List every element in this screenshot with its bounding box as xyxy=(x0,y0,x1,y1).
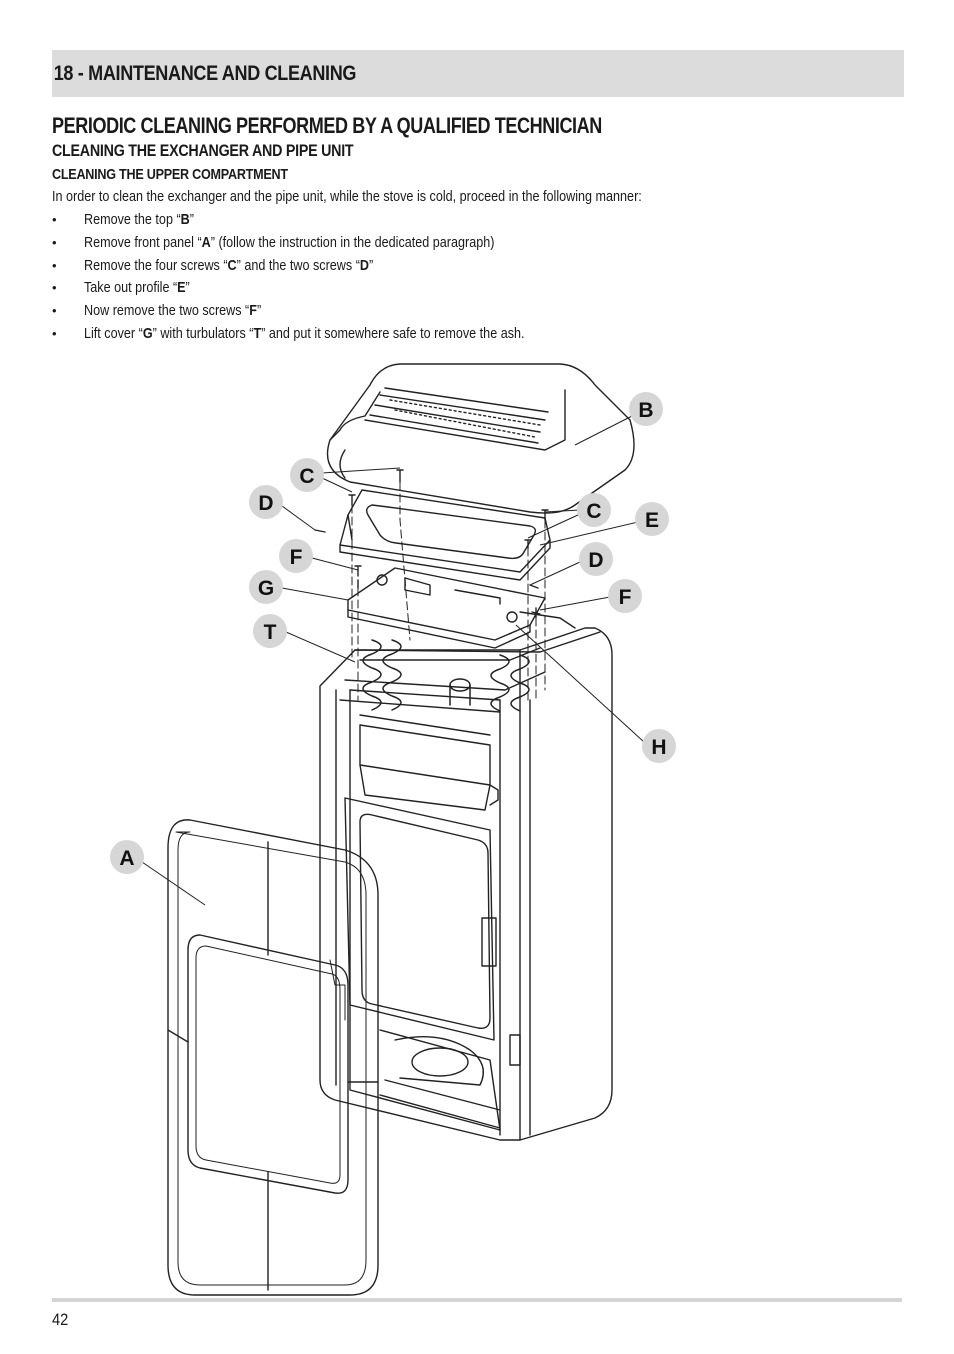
callout-f-right: F xyxy=(608,579,642,613)
callout-circle xyxy=(577,493,611,527)
callout-label: A xyxy=(119,847,134,870)
screws xyxy=(314,469,549,619)
footer-divider xyxy=(52,1298,902,1302)
part-letter: A xyxy=(201,233,211,251)
callout-c-right: C xyxy=(577,493,611,527)
callout-label: D xyxy=(258,492,273,515)
callout-circle xyxy=(608,579,642,613)
text-part: ” xyxy=(189,211,194,228)
callout-label: F xyxy=(619,586,632,609)
text-part: ” and put it somewhere safe to remove th… xyxy=(261,324,525,342)
callout-d-left: D xyxy=(249,485,283,519)
stove-body xyxy=(319,627,613,1141)
text-part: Take out profile “ xyxy=(84,279,178,297)
intro-paragraph: In order to clean the exchanger and the … xyxy=(52,188,642,205)
callout-circle xyxy=(629,392,663,426)
turbulators xyxy=(362,639,530,712)
callout-circle xyxy=(635,502,669,536)
callout-h: H xyxy=(642,729,676,763)
part-letter: F xyxy=(249,302,257,320)
bullet: • xyxy=(52,234,57,250)
cover-g xyxy=(347,567,576,649)
list-item-text: Remove the top “B” xyxy=(84,210,194,230)
list-item-text: Take out profile “E” xyxy=(84,278,190,298)
part-letter: D xyxy=(359,256,370,274)
text-part: Remove the four screws “ xyxy=(84,256,228,274)
callout-circle xyxy=(253,614,287,648)
callout-c-upper: C xyxy=(290,458,324,492)
bullet: • xyxy=(52,303,57,319)
callout-circle xyxy=(249,570,283,604)
assembly-lines xyxy=(351,481,546,701)
text-part: ” (follow the instruction in the dedicat… xyxy=(210,233,495,251)
callout-a: A xyxy=(110,840,144,874)
callout-label: E xyxy=(645,509,659,532)
text-part: Remove front panel “ xyxy=(84,233,202,251)
list-item-text: Lift cover “G” with turbulators “T” and … xyxy=(84,324,525,344)
callout-circle xyxy=(290,458,324,492)
list-item-text: Now remove the two screws “F” xyxy=(84,301,261,321)
callout-label: C xyxy=(586,500,601,523)
text-part: Remove the top “ xyxy=(84,211,181,228)
text-part: Now remove the two screws “ xyxy=(84,302,250,320)
callout-label: T xyxy=(264,621,277,644)
page-heading: PERIODIC CLEANING PERFORMED BY A QUALIFI… xyxy=(52,113,602,138)
list-item-text: Remove front panel “A” (follow the instr… xyxy=(84,233,494,253)
callout-label: F xyxy=(290,546,303,569)
callout-circle xyxy=(579,542,613,576)
text-part: ” xyxy=(256,302,262,320)
callout-label: G xyxy=(258,577,274,600)
list-item-text: Remove the four screws “C” and the two s… xyxy=(84,256,373,276)
callout-t: T xyxy=(253,614,287,648)
text-part: Lift cover “ xyxy=(84,324,143,342)
sub-subheading: CLEANING THE UPPER COMPARTMENT xyxy=(52,166,288,183)
callout-circle xyxy=(642,729,676,763)
section-title: 18 - MAINTENANCE AND CLEANING xyxy=(53,62,357,85)
bullet: • xyxy=(52,212,57,227)
text-part: ” xyxy=(369,256,374,274)
bullet: • xyxy=(52,325,57,341)
callout-label: C xyxy=(299,465,314,488)
callout-e: E xyxy=(635,502,669,536)
part-letter: T xyxy=(253,324,262,342)
callout-circle xyxy=(110,840,144,874)
page-number: 42 xyxy=(52,1310,69,1329)
callout-f-left: F xyxy=(279,539,313,573)
exploded-view-drawing: B C D C E F D G F T H A xyxy=(110,363,676,1296)
subheading: CLEANING THE EXCHANGER AND PIPE UNIT xyxy=(52,141,354,160)
callout-b: B xyxy=(629,392,663,426)
callout-circle xyxy=(249,485,283,519)
part-letter: C xyxy=(227,256,237,274)
section-header-bar: 18 - MAINTENANCE AND CLEANING xyxy=(52,50,904,97)
part-letter: G xyxy=(142,324,153,342)
callout-g: G xyxy=(249,570,283,604)
callout-label: B xyxy=(638,399,653,422)
callout-circle xyxy=(279,539,313,573)
text-part: ” xyxy=(185,279,190,297)
bullet: • xyxy=(52,280,57,296)
bullet: • xyxy=(52,257,57,273)
callout-label: D xyxy=(588,549,603,572)
part-letter: B xyxy=(180,211,190,228)
top-b xyxy=(326,363,635,514)
text-part: ” with turbulators “ xyxy=(152,324,254,342)
text-part: ” and the two screws “ xyxy=(236,256,360,274)
callout-d-right: D xyxy=(579,542,613,576)
profile-e xyxy=(339,489,551,581)
callout-label: H xyxy=(651,736,666,759)
part-letter: E xyxy=(177,279,186,297)
front-panel-a xyxy=(167,819,379,1296)
